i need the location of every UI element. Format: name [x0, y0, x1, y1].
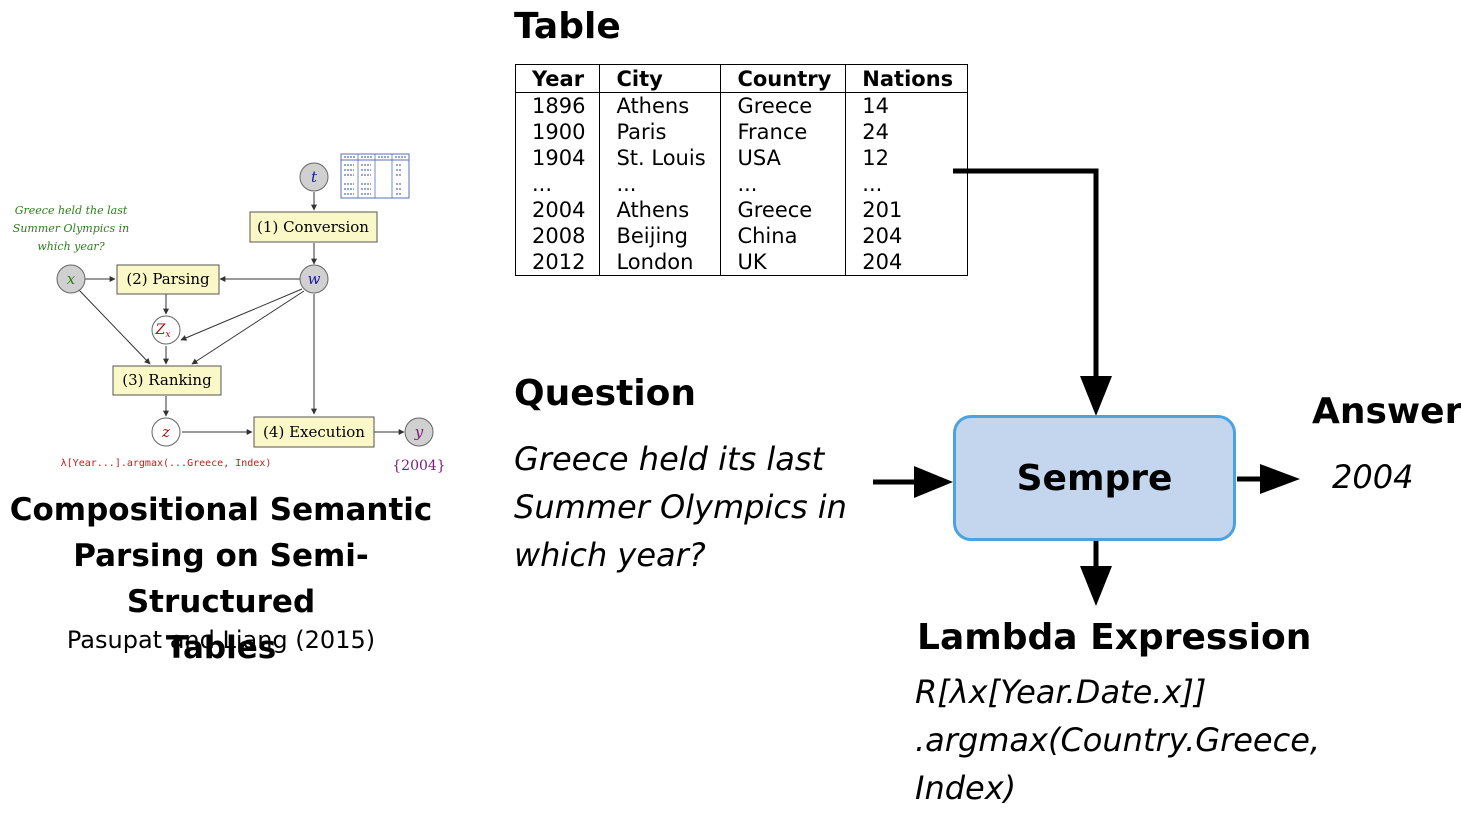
table-cell: Athens: [599, 197, 722, 223]
table-cell: 12: [845, 145, 969, 171]
node-x-label: x: [67, 270, 76, 288]
node-w: [299, 264, 329, 294]
table-cell: London: [599, 249, 722, 276]
table-header-cell: Year: [514, 64, 601, 93]
lambda-line: .argmax(Country.Greece,: [915, 721, 1321, 759]
lambda-line: R[λx[Year.Date.x]]: [915, 673, 1207, 711]
table-cell: Greece: [720, 92, 847, 119]
answer-value: 2004: [1332, 458, 1414, 496]
table-cell: 1904: [514, 145, 601, 171]
node-z: [151, 417, 181, 447]
question-text: Greece held its last Summer Olympics in …: [514, 435, 847, 579]
node-w-label: w: [308, 270, 321, 288]
paper-title-line: Parsing on Semi-Structured: [73, 538, 369, 620]
table-heading: Table: [514, 6, 621, 47]
step-execution-box: [253, 416, 375, 448]
table-cell: Paris: [599, 119, 722, 145]
node-x: [56, 264, 86, 294]
node-zx-subscript: x: [165, 330, 170, 340]
table-cell: 24: [845, 119, 969, 145]
svg-text:Zx: Zx: [155, 322, 171, 340]
node-z-label: z: [161, 423, 170, 441]
denotation-text: {2004}: [392, 458, 445, 474]
question-line: which year?: [514, 536, 706, 574]
table-to-sempre-line: [953, 168, 1099, 382]
node-t: [299, 162, 329, 192]
table-cell: China: [720, 223, 847, 249]
table-cell: 14: [845, 92, 969, 119]
table-cell: 2008: [514, 223, 601, 249]
table-header-cell: Country: [720, 64, 847, 93]
table-cell: 2004: [514, 197, 601, 223]
table-cell: UK: [720, 249, 847, 276]
table-cell: Beijing: [599, 223, 722, 249]
step-ranking-box: [112, 365, 222, 396]
question-line: Greece held its last: [514, 440, 825, 478]
arrowhead-right-sempre-icon: [914, 466, 953, 498]
node-t-label: t: [311, 168, 318, 186]
paper-title-line: Compositional Semantic: [9, 492, 433, 528]
arrowhead-right-answer-icon: [1260, 464, 1300, 494]
table-header-cell: Nations: [845, 64, 969, 93]
question-heading: Question: [514, 373, 696, 414]
step-conversion-box: [249, 211, 378, 243]
table-thumbnail-icon: [340, 153, 410, 199]
table-cell: 1900: [514, 119, 601, 145]
table-header-cell: City: [599, 64, 722, 93]
arrowhead-down-lambda-icon: [1080, 566, 1112, 606]
table-cell: France: [720, 119, 847, 145]
table-cell: 201: [845, 197, 969, 223]
step-conversion-label: (1) Conversion: [257, 218, 369, 236]
table-cell: ...: [599, 171, 722, 197]
answer-heading: Answer: [1312, 391, 1461, 432]
lambda-expression: R[λx[Year.Date.x]] .argmax(Country.Greec…: [915, 668, 1320, 812]
sempre-system-box: Sempre: [953, 415, 1236, 541]
table-cell: Greece: [720, 197, 847, 223]
table-cell: ...: [845, 171, 969, 197]
paper-authors: Pasupat and Liang (2015): [66, 626, 376, 654]
step-execution-label: (4) Execution: [263, 423, 365, 441]
step-parsing-label: (2) Parsing: [126, 270, 210, 288]
lambda-line: Index): [915, 769, 1017, 807]
table-row: ............: [514, 171, 969, 197]
logical-form-text: λ[Year...].argmax(...Greece, Index): [61, 458, 272, 469]
lambda-heading: Lambda Expression: [917, 617, 1312, 658]
node-y: [404, 417, 434, 447]
table-cell: ...: [514, 171, 601, 197]
table-cell: 204: [845, 249, 969, 276]
arrowhead-down-sempre-icon: [1080, 376, 1112, 416]
sempre-label: Sempre: [1016, 457, 1173, 499]
graph-question-line-3: which year?: [37, 240, 104, 253]
node-y-label: y: [414, 423, 424, 441]
paper-title-line: Tables: [165, 630, 277, 666]
node-zx: [151, 315, 181, 345]
question-line: Summer Olympics in: [514, 488, 847, 526]
graph-question-line-2: Summer Olympics in: [13, 222, 129, 235]
table-cell: Athens: [599, 92, 722, 119]
step-parsing-box: [116, 264, 220, 295]
table-cell: 1896: [514, 92, 601, 119]
table-cell: ...: [720, 171, 847, 197]
paper-title: Compositional Semantic Parsing on Semi-S…: [0, 487, 442, 671]
table-cell: 2012: [514, 249, 601, 276]
graph-edges: [78, 192, 405, 435]
graph-question-line-1: Greece held the last: [15, 204, 128, 217]
table-cell: USA: [720, 145, 847, 171]
table-cell: St. Louis: [599, 145, 722, 171]
node-zx-label: Z: [155, 322, 166, 338]
step-ranking-label: (3) Ranking: [122, 371, 212, 389]
table-header-row: Year City Country Nations: [514, 64, 969, 93]
table-cell: 204: [845, 223, 969, 249]
